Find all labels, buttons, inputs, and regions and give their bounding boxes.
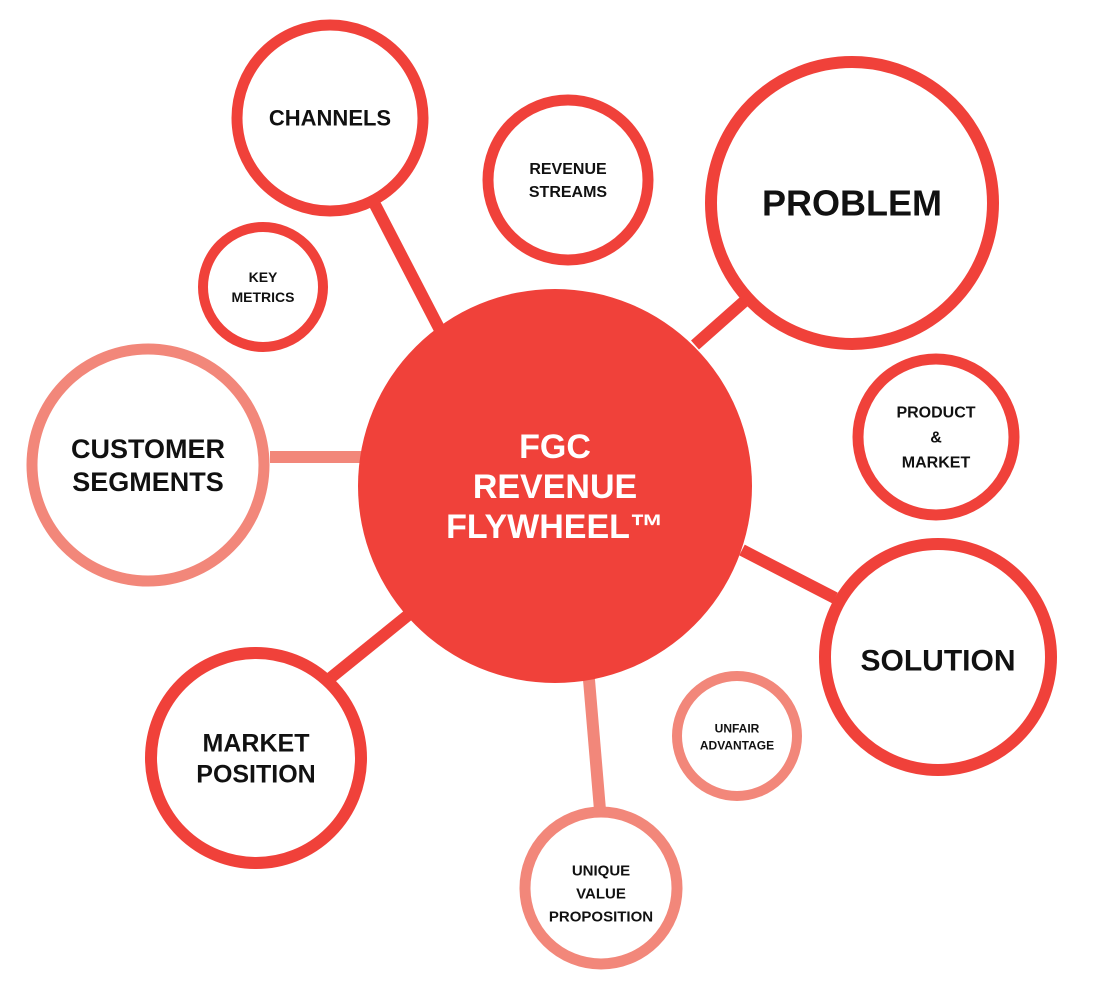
label-line: REVENUE [473, 468, 637, 506]
hub-circle [358, 289, 752, 683]
label-line: CUSTOMER [71, 434, 225, 464]
label-line: POSITION [196, 760, 315, 788]
label-line: PRODUCT [896, 405, 975, 422]
label-line: REVENUE [529, 161, 607, 178]
label-line: UNIQUE [572, 862, 630, 879]
label-line: FGC [519, 428, 591, 466]
connector-lines [270, 192, 838, 811]
label-line: VALUE [576, 885, 626, 902]
node-problem-circle [705, 56, 999, 350]
label-line: PROPOSITION [549, 908, 653, 925]
node-key-metrics: KEY METRICS [198, 222, 328, 352]
node-channels-circle [231, 19, 429, 217]
label-line: PROBLEM [762, 183, 942, 224]
label-line: KEY [249, 269, 278, 285]
label-line: CHANNELS [269, 106, 391, 131]
label-line: & [930, 430, 942, 447]
node-unique-value-proposition: UNIQUE VALUE PROPOSITION [519, 806, 683, 970]
connector-problem [691, 293, 752, 350]
label-line: METRICS [232, 289, 295, 305]
node-product-market-label: PRODUCT & MARKET [896, 405, 975, 472]
connector-solution [739, 544, 838, 604]
label-line: UNFAIR [715, 722, 760, 736]
node-unfair-advantage-label: UNFAIR ADVANTAGE [700, 722, 774, 753]
node-unfair-advantage-circle [672, 671, 802, 801]
node-revenue-streams: REVENUE STREAMS [482, 94, 654, 266]
node-solution: SOLUTION [819, 538, 1057, 776]
node-channels-label: CHANNELS [269, 106, 391, 131]
node-problem: PROBLEM [705, 56, 999, 350]
node-unique-value-proposition-circle [519, 806, 683, 970]
label-line: MARKET [203, 729, 310, 757]
label-line: STREAMS [529, 184, 608, 201]
node-problem-label: PROBLEM [762, 183, 942, 224]
node-solution-circle [819, 538, 1057, 776]
connector-channels [364, 192, 446, 333]
node-channels: CHANNELS [231, 19, 429, 217]
connector-unique-value-proposition [582, 667, 606, 811]
node-market-position-circle [145, 647, 367, 869]
node-market-position: MARKET POSITION [145, 647, 367, 869]
node-unique-value-proposition-label: UNIQUE VALUE PROPOSITION [549, 862, 653, 925]
node-product-market-circle [852, 353, 1020, 521]
label-line: SEGMENTS [72, 467, 224, 497]
node-unfair-advantage: UNFAIR ADVANTAGE [672, 671, 802, 801]
connector-market-position [324, 607, 416, 685]
node-key-metrics-label: KEY METRICS [232, 269, 295, 305]
label-line: ADVANTAGE [700, 739, 774, 753]
node-revenue-streams-circle [482, 94, 654, 266]
label-line: MARKET [902, 455, 971, 472]
label-line: FLYWHEEL™ [446, 508, 664, 546]
node-customer-segments-circle [26, 343, 270, 587]
node-product-market: PRODUCT & MARKET [852, 353, 1020, 521]
node-key-metrics-circle [198, 222, 328, 352]
label-line: SOLUTION [861, 645, 1016, 678]
node-market-position-label: MARKET POSITION [196, 729, 315, 788]
node-revenue-streams-label: REVENUE STREAMS [529, 161, 608, 201]
node-solution-label: SOLUTION [861, 645, 1016, 678]
